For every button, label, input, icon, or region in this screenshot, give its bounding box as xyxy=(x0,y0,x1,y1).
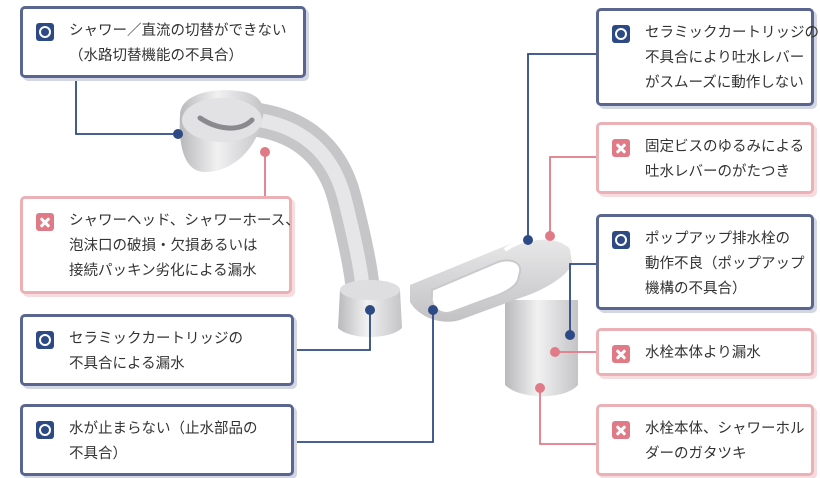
dot-body-leak xyxy=(550,347,560,357)
callout-body-leak: 水栓本体より漏水 xyxy=(596,328,814,376)
cross-icon xyxy=(612,421,630,439)
faucet-body xyxy=(410,235,578,397)
dot-head-hose-leak xyxy=(260,147,270,157)
callout-cartridge-lever: セラミックカートリッジの 不具合により吐水レバー がスムーズに動作しない xyxy=(596,8,819,106)
dot-shower-switch xyxy=(173,129,183,139)
callout-line: 不具合により吐水レバー xyxy=(645,50,805,66)
circle-icon xyxy=(612,25,630,43)
leader-popup-drain xyxy=(569,263,597,335)
callout-popup-drain: ポップアップ排水栓の 動作不良（ポップアップ 機構の不具合） xyxy=(596,214,814,310)
callout-water-wont-stop: 水が止まらない（止水部品の 不具合） xyxy=(20,404,294,476)
callout-line: （水路切替機能の不具合） xyxy=(69,48,243,64)
leader-shower-switch xyxy=(75,80,178,135)
leader-screw-loose xyxy=(549,156,597,236)
callout-line: ダーのガタツキ xyxy=(645,446,747,462)
callout-line: ポップアップ排水栓の xyxy=(645,231,790,247)
callout-line: 接続パッキン劣化による漏水 xyxy=(69,263,257,279)
callout-shower-switch: シャワー／直流の切替ができない （水路切替機能の不具合） xyxy=(20,6,306,78)
dot-water-wont-stop xyxy=(428,305,438,315)
callout-line: 動作不良（ポップアップ xyxy=(645,256,805,272)
leader-cartridge-lever xyxy=(527,53,597,240)
callout-line: シャワー／直流の切替ができない xyxy=(69,23,287,39)
callout-line: 水栓本体、シャワーホル xyxy=(645,421,805,437)
callout-line: 不具合） xyxy=(69,446,127,462)
callout-line: 機構の不具合） xyxy=(645,281,747,297)
callout-line: セラミックカートリッジの xyxy=(69,331,243,347)
callout-line: 不具合による漏水 xyxy=(69,356,185,372)
dot-popup-drain xyxy=(565,330,575,340)
cross-icon xyxy=(612,139,630,157)
callout-head-hose-leak: シャワーヘッド、シャワーホース、 泡沫口の破損・欠損あるいは 接続パッキン劣化に… xyxy=(20,196,300,294)
circle-icon xyxy=(36,421,54,439)
circle-icon xyxy=(36,23,54,41)
callout-screw-loose: 固定ビスのゆるみによる 吐水レバーのがたつき xyxy=(596,122,814,194)
dot-cartridge-leak xyxy=(365,305,375,315)
leader-cartridge-leak xyxy=(295,310,371,351)
callout-line: 固定ビスのゆるみによる xyxy=(645,139,805,155)
dot-body-rattle xyxy=(535,383,545,393)
callout-line: シャワーヘッド、シャワーホース、 xyxy=(69,213,300,229)
callout-line: セラミックカートリッジの xyxy=(645,25,819,41)
cross-icon xyxy=(36,213,54,231)
dot-screw-loose xyxy=(545,231,555,241)
circle-icon xyxy=(36,331,54,349)
dot-cartridge-lever xyxy=(523,235,533,245)
callout-line: 泡沫口の破損・欠損あるいは xyxy=(69,238,258,254)
callout-line: がスムーズに動作しない xyxy=(645,75,804,91)
leader-body-rattle xyxy=(539,388,597,445)
callout-body-rattle: 水栓本体、シャワーホル ダーのガタツキ xyxy=(596,404,814,476)
circle-icon xyxy=(612,231,630,249)
callout-line: 水が止まらない（止水部品の xyxy=(69,421,258,437)
callout-cartridge-leak: セラミックカートリッジの 不具合による漏水 xyxy=(20,314,294,386)
callout-line: 水栓本体より漏水 xyxy=(645,345,761,361)
shower-head xyxy=(179,90,264,172)
cross-icon xyxy=(612,345,630,363)
leader-water-wont-stop xyxy=(295,310,434,443)
callout-line: 吐水レバーのがたつき xyxy=(645,164,790,180)
